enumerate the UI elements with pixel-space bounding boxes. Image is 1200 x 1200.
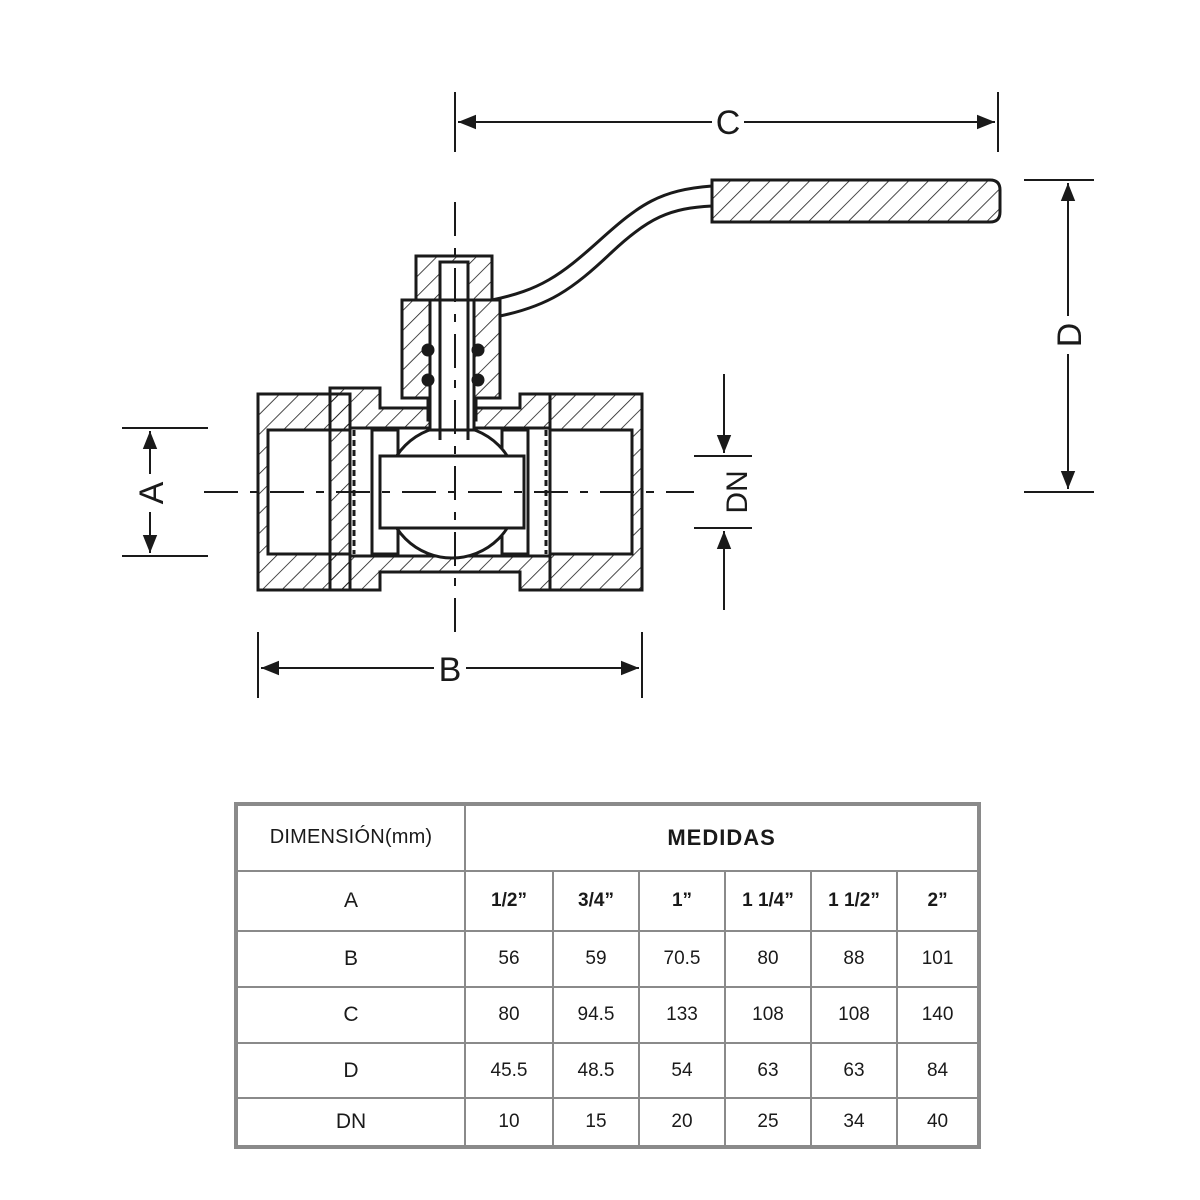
table-cell: 3/4” xyxy=(552,869,640,933)
valve-body xyxy=(256,254,644,592)
table-cell: 45.5 xyxy=(464,1041,554,1100)
lever-handle xyxy=(491,178,1002,318)
table-row: DN 10 15 20 25 34 40 xyxy=(235,1097,981,1148)
table-cell: 88 xyxy=(810,930,898,989)
row-label: D xyxy=(235,1041,466,1100)
row-label: B xyxy=(235,930,466,989)
dimensions-table: DIMENSIÓN(mm) MEDIDAS A 1/2” 3/4” 1” 1 1… xyxy=(234,802,982,1149)
header-dimension: DIMENSIÓN(mm) xyxy=(235,803,466,872)
table-cell: 70.5 xyxy=(638,930,726,989)
table-cell: 1/2” xyxy=(464,869,554,933)
table-cell: 108 xyxy=(810,986,898,1044)
table-cell: 25 xyxy=(724,1097,812,1148)
table-cell: 1 1/4” xyxy=(724,869,812,933)
row-label: A xyxy=(235,869,466,933)
row-label: C xyxy=(235,986,466,1044)
table-cell: 10 xyxy=(464,1097,554,1148)
table-row: D 45.5 48.5 54 63 63 84 xyxy=(235,1041,981,1100)
table-cell: 48.5 xyxy=(552,1041,640,1100)
table-row: C 80 94.5 133 108 108 140 xyxy=(235,986,981,1044)
dimension-lines xyxy=(122,92,1094,698)
table-cell: 20 xyxy=(638,1097,726,1148)
table-cell: 59 xyxy=(552,930,640,989)
table-cell: 140 xyxy=(895,986,981,1044)
table-cell: 56 xyxy=(464,930,554,989)
label-b: B xyxy=(439,651,462,689)
table-cell: 80 xyxy=(464,986,554,1044)
table-cell: 101 xyxy=(895,930,981,989)
header-measures: MEDIDAS xyxy=(463,803,981,872)
dimension-labels: C B D A DN xyxy=(133,104,1089,689)
table-header-row: DIMENSIÓN(mm) MEDIDAS xyxy=(235,803,981,872)
table-cell: 40 xyxy=(895,1097,981,1148)
label-c: C xyxy=(716,104,741,142)
label-a: A xyxy=(133,481,171,504)
ball-valve-drawing: C B D A DN xyxy=(122,92,1094,698)
table-cell: 63 xyxy=(724,1041,812,1100)
table-cell: 133 xyxy=(638,986,726,1044)
row-label: DN xyxy=(235,1097,466,1148)
table-cell: 2” xyxy=(895,869,981,933)
label-dn: DN xyxy=(721,470,754,513)
label-d: D xyxy=(1051,323,1089,348)
table-cell: 63 xyxy=(810,1041,898,1100)
table-cell: 84 xyxy=(895,1041,981,1100)
table-cell: 80 xyxy=(724,930,812,989)
table-cell: 15 xyxy=(552,1097,640,1148)
table-cell: 94.5 xyxy=(552,986,640,1044)
table-cell: 1” xyxy=(638,869,726,933)
center-lines xyxy=(204,202,694,634)
table-cell: 1 1/2” xyxy=(810,869,898,933)
table-row: B 56 59 70.5 80 88 101 xyxy=(235,930,981,989)
table-cell: 34 xyxy=(810,1097,898,1148)
table-cell: 54 xyxy=(638,1041,726,1100)
table-row: A 1/2” 3/4” 1” 1 1/4” 1 1/2” 2” xyxy=(235,869,981,933)
table-cell: 108 xyxy=(724,986,812,1044)
